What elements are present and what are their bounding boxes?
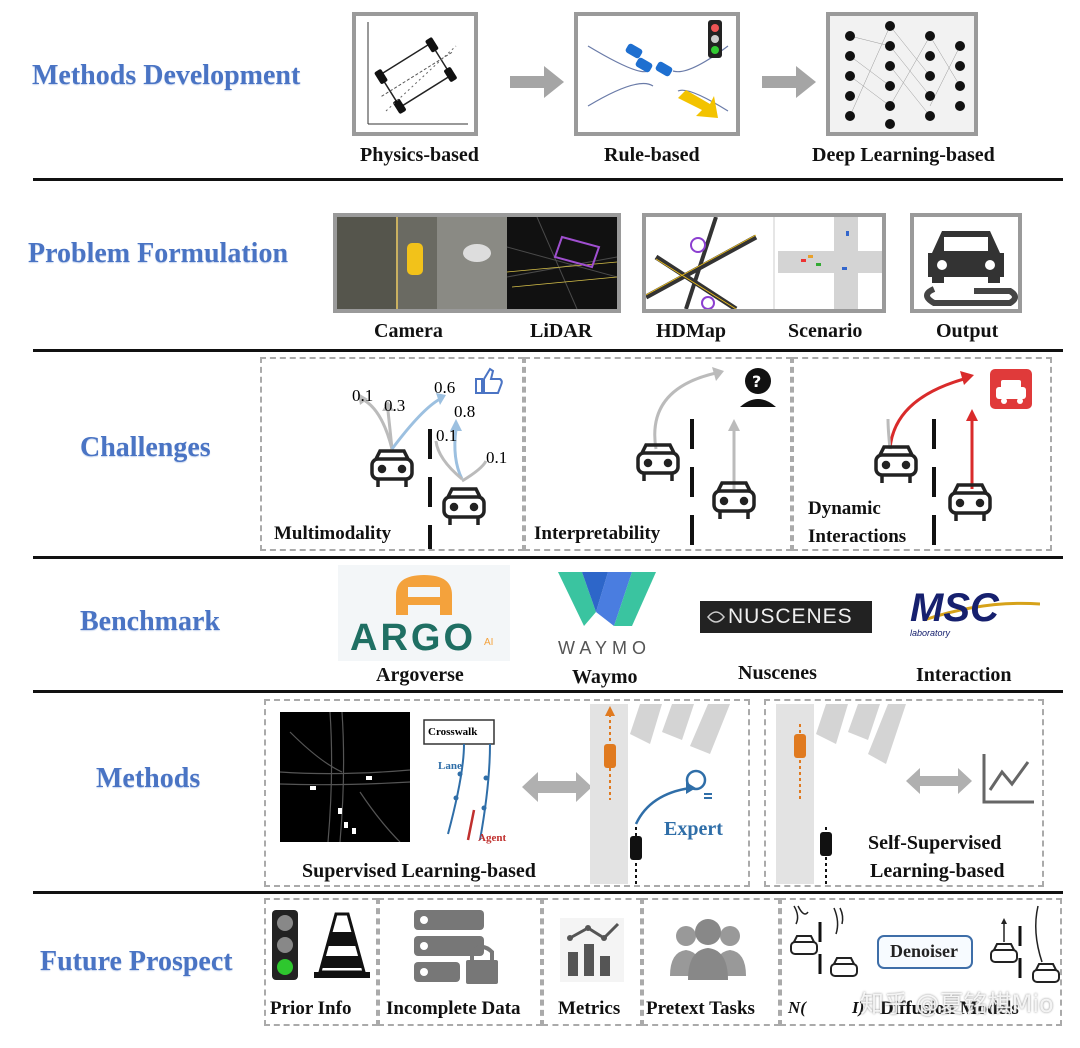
methods-panel-supervised [264, 699, 750, 887]
caption-multimodality: Multimodality [274, 523, 392, 544]
msc-wordmark: MSC [910, 586, 999, 630]
watermark: 知乎 @夏铭棋Mio [860, 990, 1054, 1018]
caption-interaction: Interaction [916, 664, 1012, 686]
probability-label: 0.1 [486, 448, 508, 467]
raster-map-image [280, 712, 410, 842]
row-label-problem-formulation: Problem Formulation [28, 238, 289, 269]
future-panel-diffusion-models [780, 898, 1062, 1026]
traffic-light-icon [270, 910, 300, 980]
row-label-future-prospect: Future Prospect [40, 946, 233, 977]
camera-lidar-image [333, 213, 621, 313]
interpretability-drawing: ? [526, 359, 790, 549]
double-arrow-icon [906, 766, 972, 796]
challenge-panel-dynamic-interactions [792, 357, 1052, 551]
caption-dynamic: Dynamic [808, 498, 881, 519]
waymo-logo: WAYMO [552, 566, 662, 662]
caption-argoverse: Argoverse [376, 664, 464, 686]
diffusion-drawing [784, 902, 1060, 994]
rule-based-image [574, 12, 740, 136]
msc-subtext: laboratory [910, 628, 951, 638]
methods-panel-self-supervised [764, 699, 1044, 887]
row-label-challenges: Challenges [80, 432, 211, 463]
row-label-methods: Methods [96, 763, 201, 794]
caption-self-supervised-line2: Learning-based [870, 860, 1005, 882]
caption-lidar: LiDAR [530, 320, 593, 342]
self-supervised-scene-drawing [776, 704, 906, 884]
lane-graph-drawing: Crosswalk Lane Agent [420, 714, 520, 854]
future-panel-incomplete-data [378, 898, 542, 1026]
metrics-icon [560, 918, 624, 982]
probability-label: 0.1 [436, 426, 458, 445]
argoverse-logo: ARGO AI [338, 565, 510, 661]
double-arrow-icon [522, 770, 592, 804]
separator-5 [33, 891, 1063, 894]
crosswalk-label: Crosswalk [428, 726, 478, 738]
caption-deep-learning-based: Deep Learning-based [812, 144, 995, 166]
caption-scenario: Scenario [788, 320, 863, 342]
caption-nuscenes: Nuscenes [738, 662, 817, 684]
msc-logo: MSC laboratory [904, 586, 1040, 646]
caption-camera: Camera [374, 320, 443, 342]
separator-1 [33, 178, 1063, 181]
database-lock-icon [414, 910, 504, 986]
separator-3 [33, 556, 1063, 559]
caption-incomplete-data: Incomplete Data [386, 998, 521, 1019]
multimodality-drawing [262, 359, 522, 549]
hdmap-scenario-image [642, 213, 886, 313]
caption-metrics: Metrics [558, 998, 621, 1019]
row-label-benchmark: Benchmark [80, 606, 220, 637]
dynamic-interactions-drawing [794, 359, 1050, 549]
future-panel-metrics [542, 898, 642, 1026]
nuscenes-wordmark: NUSCENES [728, 605, 853, 628]
separator-4 [33, 690, 1063, 693]
caption-physics-based: Physics-based [360, 144, 479, 166]
line-chart-icon [980, 750, 1036, 806]
expert-label: Expert [664, 818, 723, 840]
arrow-right-icon [510, 64, 566, 100]
argo-ai-mark: AI [484, 637, 494, 648]
denoiser-label: Denoiser [890, 941, 958, 961]
caption-interpretability: Interpretability [534, 523, 661, 544]
argo-wordmark: ARGO [350, 617, 476, 659]
probability-label: 0.3 [384, 396, 406, 415]
expert-scene-drawing: Expert [590, 704, 746, 884]
future-panel-prior-info [264, 898, 378, 1026]
row-label-methods-development: Methods Development [32, 60, 301, 91]
agent-label: Agent [478, 832, 507, 844]
formula-label: N( [788, 998, 806, 1017]
lane-label: Lane [438, 760, 462, 772]
caption-supervised-learning: Supervised Learning-based [302, 860, 536, 882]
separator-2 [33, 349, 1063, 352]
formula-tail-label: I) [852, 998, 865, 1017]
caption-waymo: Waymo [572, 666, 638, 688]
caption-hdmap: HDMap [656, 320, 726, 342]
caption-self-supervised-line1: Self-Supervised [868, 832, 1002, 854]
traffic-cone-icon [314, 912, 370, 980]
arrow-right-icon [762, 64, 818, 100]
probability-label: 0.6 [434, 378, 456, 397]
caption-diffusion-models: Diffusion Models [880, 998, 1019, 1019]
probability-label: 0.1 [352, 386, 374, 405]
caption-output: Output [936, 320, 999, 342]
caption-pretext-tasks: Pretext Tasks [646, 998, 755, 1019]
probability-label: 0.8 [454, 402, 476, 421]
svg-text:?: ? [752, 372, 761, 391]
caption-prior-info: Prior Info [270, 998, 352, 1019]
deep-learning-image [826, 12, 978, 136]
people-group-icon [668, 916, 748, 982]
caption-interactions: Interactions [808, 526, 907, 547]
physics-based-image [352, 12, 478, 136]
waymo-wordmark: WAYMO [558, 638, 651, 658]
challenge-panel-multimodality [260, 357, 524, 551]
nuscenes-logo: NUSCENES [700, 601, 872, 633]
caption-rule-based: Rule-based [604, 144, 700, 166]
challenge-panel-interpretability [524, 357, 792, 551]
future-panel-pretext-tasks [642, 898, 780, 1026]
output-image [910, 213, 1022, 313]
